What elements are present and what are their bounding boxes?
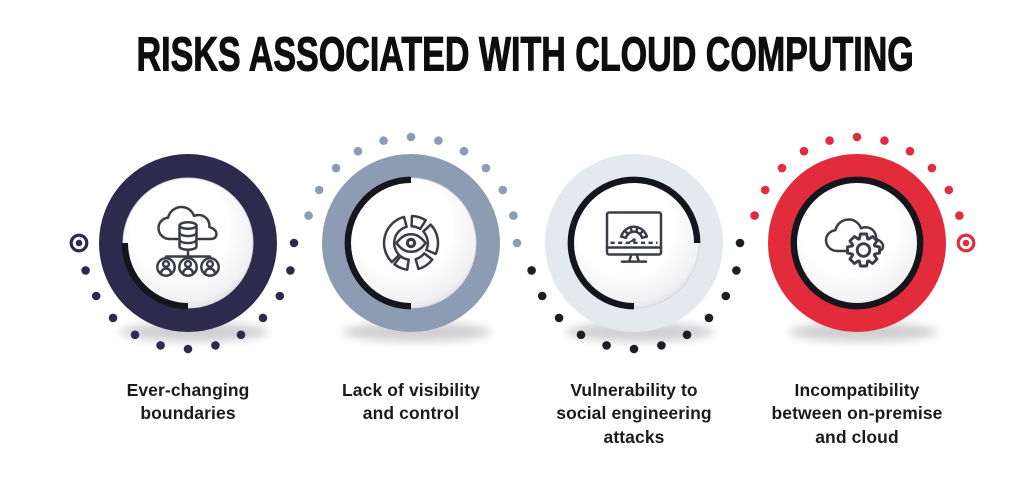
page-title: RISKS ASSOCIATED WITH CLOUD COMPUTING xyxy=(0,26,1024,82)
dotted-arc xyxy=(81,238,299,354)
risk-label: Incompatibility between on-premise and c… xyxy=(771,380,943,447)
risk-badge xyxy=(304,132,522,342)
dotted-arc xyxy=(750,132,964,220)
page-title-text: RISKS ASSOCIATED WITH CLOUD COMPUTING xyxy=(136,27,914,82)
risk-label: Vulnerability to social engineering atta… xyxy=(556,380,712,447)
monitor-gauge-icon xyxy=(605,211,663,263)
colored-ring xyxy=(545,154,723,332)
progress-arc xyxy=(121,242,189,310)
risk-badge xyxy=(527,154,745,354)
badge-shadow xyxy=(566,322,714,342)
badge-shadow xyxy=(343,322,491,342)
risk-item-social-engineering: Vulnerability to social engineering atta… xyxy=(514,123,754,449)
badge-shadow xyxy=(120,322,268,342)
badge-shadow xyxy=(789,322,937,342)
risk-item-lack-of-visibility: Lack of visibility and control xyxy=(291,123,531,426)
visibility-eye-icon xyxy=(382,214,440,271)
cloud-database-users-icon xyxy=(156,205,220,277)
colored-ring xyxy=(322,154,500,332)
cloud-gear-icon xyxy=(824,218,885,268)
progress-arc xyxy=(567,176,701,310)
risk-badge xyxy=(69,154,299,354)
dotted-arc xyxy=(304,132,522,248)
risk-label: Lack of visibility and control xyxy=(342,380,480,424)
risk-badge xyxy=(750,132,976,342)
progress-arc xyxy=(790,176,924,310)
risk-item-ever-changing-boundaries: Ever-changing boundaries xyxy=(68,123,308,426)
bullseye-icon xyxy=(69,233,89,253)
risk-label: Ever-changing boundaries xyxy=(126,380,250,424)
colored-ring xyxy=(768,154,946,332)
colored-ring xyxy=(99,154,277,332)
bullseye-icon xyxy=(956,233,976,253)
dotted-arc xyxy=(527,238,745,354)
progress-arc xyxy=(344,176,412,310)
risk-item-incompatibility: Incompatibility between on-premise and c… xyxy=(737,123,977,449)
